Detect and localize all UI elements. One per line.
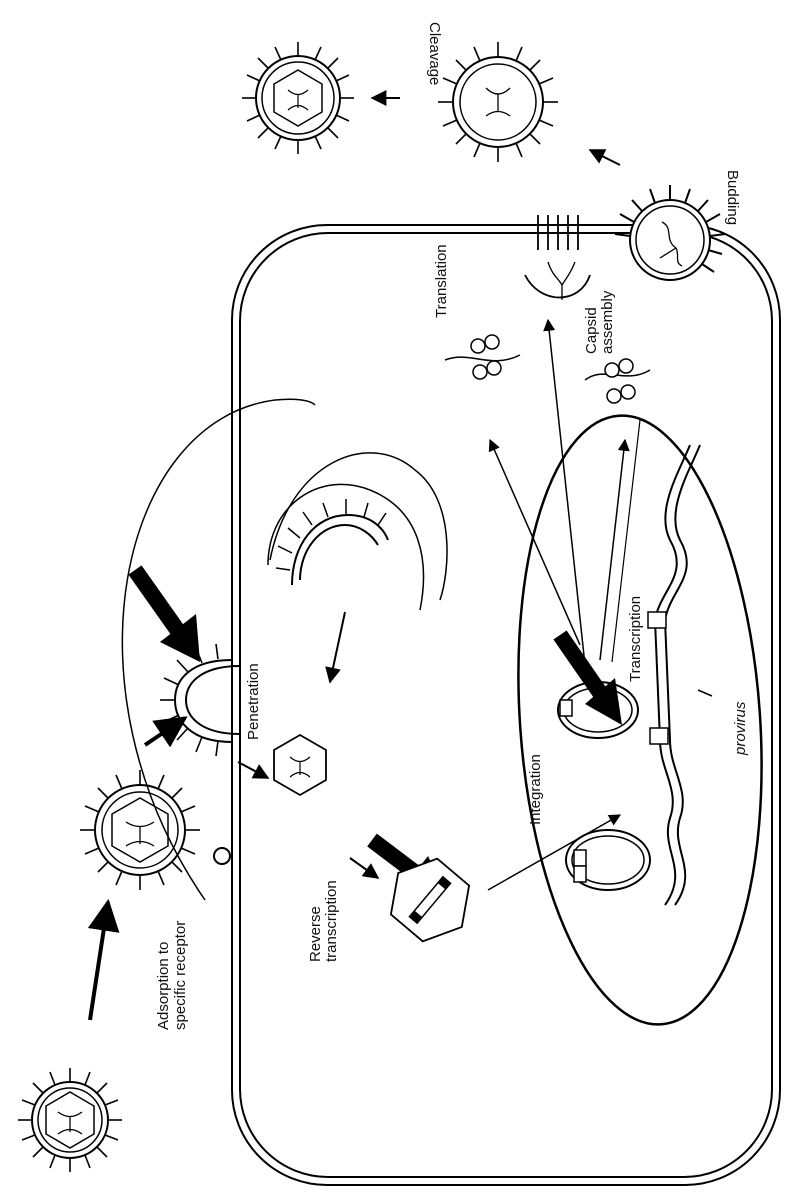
label-penetration: Penetration [245, 663, 262, 740]
polysome-translation [445, 335, 520, 379]
arrow-vesicle-to-capsid [330, 612, 345, 682]
adsorbing-virion [80, 770, 200, 890]
label-budding: Budding [724, 170, 741, 225]
label-provirus: provirus [732, 701, 749, 756]
immature-virion [438, 42, 558, 162]
arrow-to-capsid-assembly [600, 440, 625, 660]
arrow-release [590, 150, 620, 165]
vesicle-arc [270, 453, 447, 600]
label-reverse-2: transcription [323, 880, 340, 962]
cell-membrane [232, 225, 780, 1185]
arrow-penetration-to-capsid [238, 762, 268, 778]
receptor [214, 848, 230, 864]
free-virion-particle [18, 1068, 122, 1172]
label-transcription: Transcription [627, 596, 644, 682]
penetrating-virion [160, 644, 240, 756]
uncoated-capsid [274, 735, 326, 795]
label-adsorption-2: specific receptor [172, 921, 189, 1030]
label-integration: Integration [527, 754, 544, 825]
label-adsorption-1: Adsorption to [155, 942, 172, 1030]
label-cleavage: Cleavage [426, 22, 443, 85]
label-reverse-1: Reverse [307, 906, 324, 962]
arrow-to-translation [490, 440, 580, 645]
bold-arrow-entry [135, 570, 183, 638]
arrow-capsid-to-reverse [350, 858, 378, 878]
label-capsid-1: Capsid [583, 307, 600, 354]
budding-virion [615, 185, 725, 280]
assembling-core [525, 215, 590, 300]
polysome-capsid-assembly [585, 359, 650, 403]
label-capsid-2: assembly [599, 290, 616, 354]
arrow-reverse-to-integration [488, 815, 620, 890]
arrow-approach [90, 902, 108, 1020]
mature-virion [242, 42, 354, 154]
label-translation: Translation [433, 244, 450, 318]
circular-dna-2 [566, 830, 650, 890]
host-chromosome [655, 445, 700, 905]
